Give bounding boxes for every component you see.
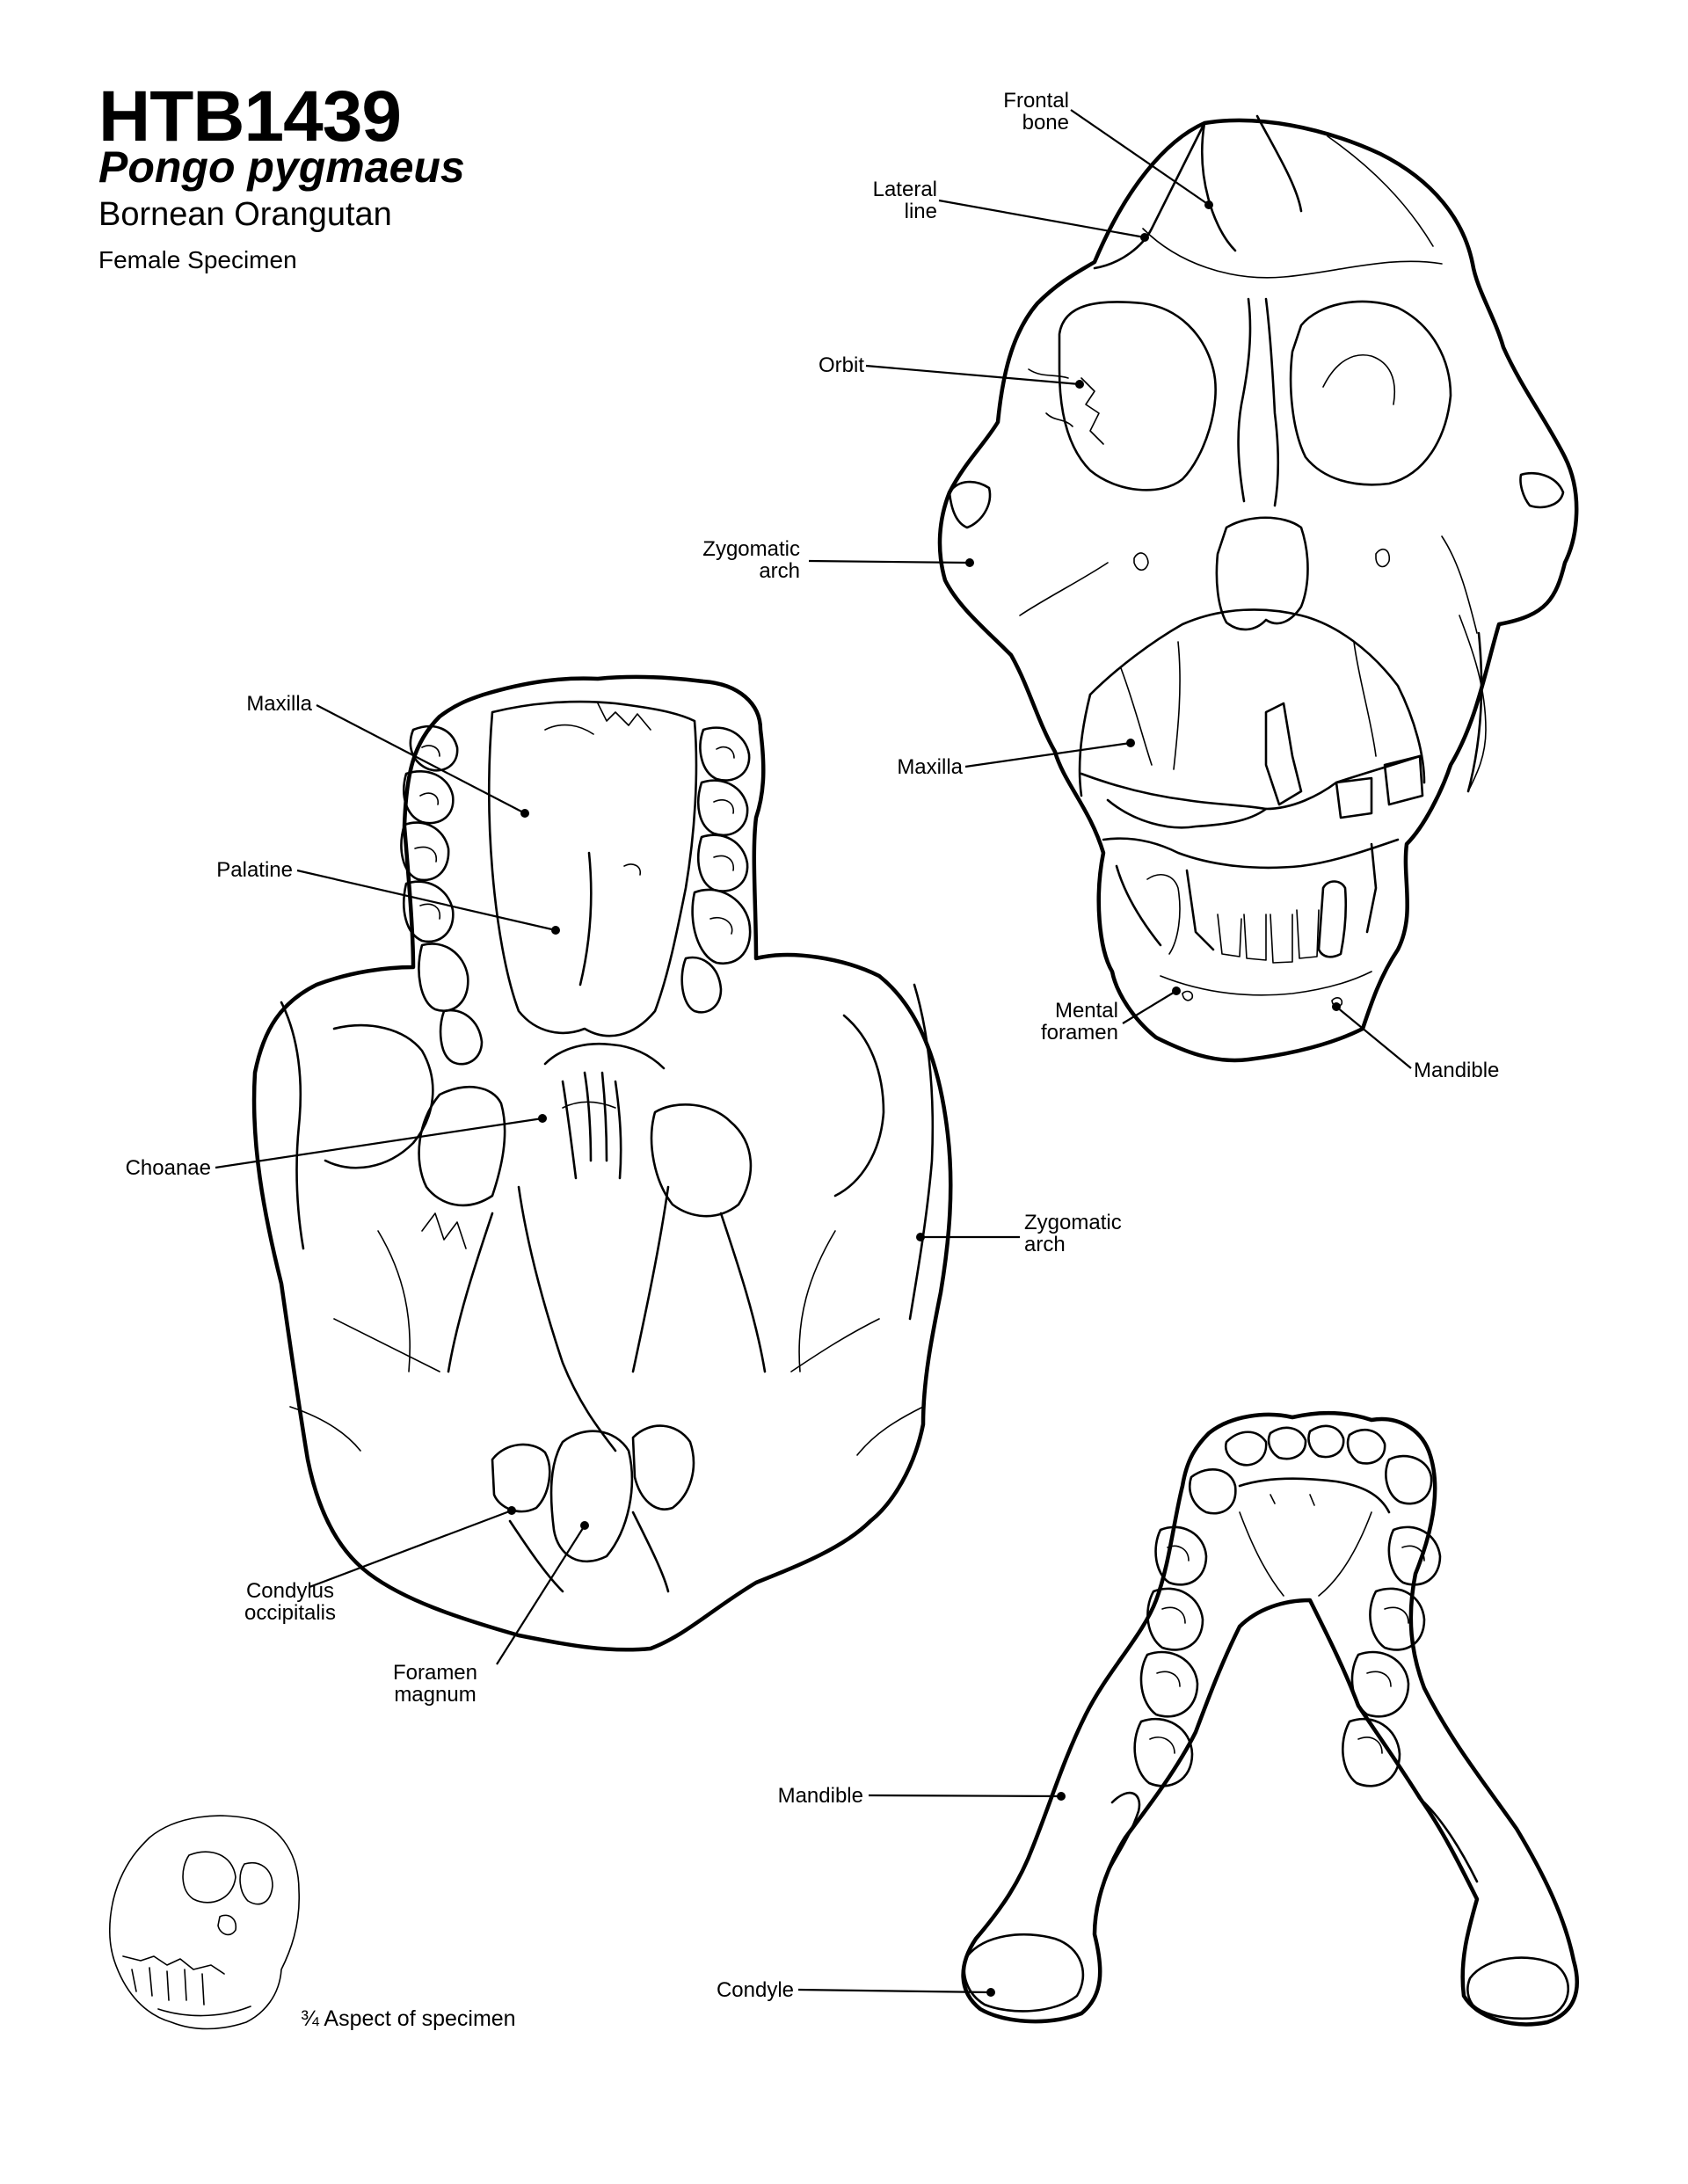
- mandible-superior-view: [961, 1410, 1579, 2027]
- thumbnail-caption: ¾ Aspect of specimen: [301, 2006, 516, 2031]
- label-condylus-occipitalis: Condylus occipitalis: [244, 1579, 337, 1625]
- label-palatine: Palatine: [216, 858, 293, 882]
- leader-lines: [215, 109, 1412, 1997]
- label-choanae: Choanae: [125, 1156, 211, 1180]
- specimen-code: HTB1439: [98, 76, 402, 157]
- scientific-name: Pongo pygmaeus: [98, 142, 465, 192]
- label-orbit: Orbit: [818, 353, 864, 377]
- three-quarter-aspect-thumbnail: [109, 1815, 300, 2030]
- label-mandible-superior: Mandible: [777, 1784, 863, 1808]
- label-maxilla-inferior: Maxilla: [246, 692, 312, 716]
- common-name: Bornean Orangutan: [98, 196, 392, 233]
- skull-inferior-view: [251, 674, 953, 1652]
- skull-frontal-view: [937, 114, 1579, 1063]
- label-mental-foramen: Mental foramen: [1040, 999, 1118, 1045]
- label-frontal-bone: Frontal bone: [1003, 89, 1069, 135]
- label-condyle: Condyle: [716, 1978, 794, 2002]
- label-lateral-line: Lateral line: [872, 178, 937, 223]
- label-zygomatic-arch-inferior: Zygomatic arch: [1024, 1211, 1122, 1256]
- label-maxilla-frontal: Maxilla: [897, 755, 963, 779]
- label-zygomatic-arch-frontal: Zygomatic arch: [702, 537, 800, 583]
- label-mandible-frontal: Mandible: [1414, 1059, 1500, 1082]
- label-foramen-magnum: Foramen magnum: [392, 1661, 478, 1707]
- specimen-sex: Female Specimen: [98, 246, 297, 273]
